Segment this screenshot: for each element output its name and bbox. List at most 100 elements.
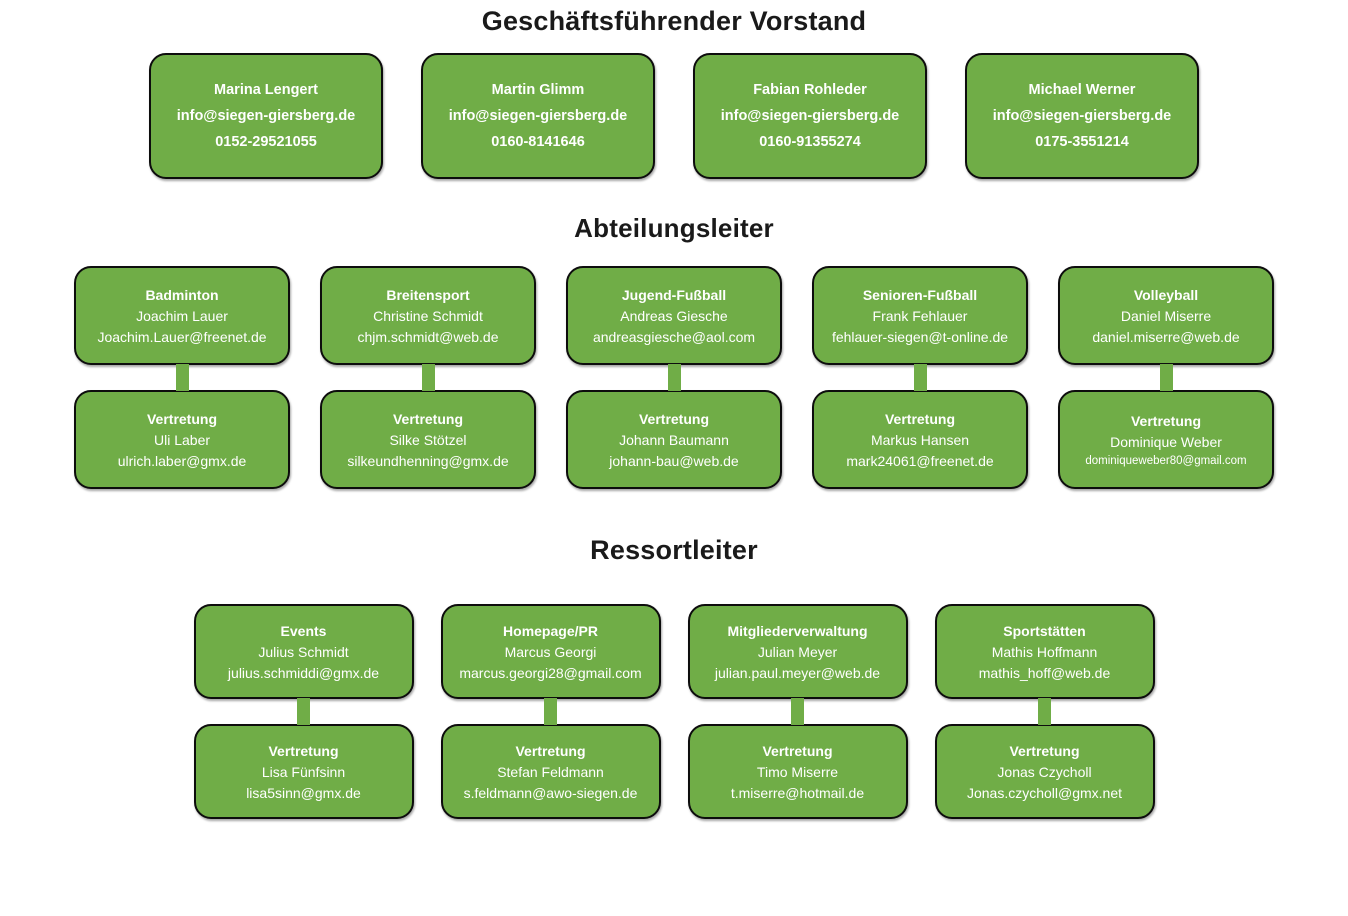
person-name: Timo Miserre [756,763,839,780]
person-email: mark24061@freenet.de [846,452,994,469]
person-email: daniel.miserre@web.de [1092,328,1240,345]
dept-column-jugend-fussball: Jugend-Fußball Andreas Giesche andreasgi… [566,266,782,489]
ressort-card: Mitgliederverwaltung Julian Meyer julian… [687,604,908,699]
person-phone: 0160-91355274 [759,134,861,150]
dept-title: Volleyball [1133,286,1199,303]
connector-line [421,364,435,391]
ressort-title: Homepage/PR [503,622,598,639]
person-email: ulrich.laber@gmx.de [117,452,247,469]
connector-line [297,698,310,725]
person-name: Silke Stötzel [389,431,467,448]
person-name: Julian Meyer [757,643,838,660]
vorstand-row: Marina Lengert info@siegen-giersberg.de … [0,53,1348,179]
dept-column-breitensport: Breitensport Christine Schmidt chjm.schm… [320,266,536,489]
connector-line [1159,364,1173,391]
connector-line [175,364,189,391]
person-name: Lisa Fünfsinn [261,763,346,780]
vertretung-card: Vertretung Jonas Czycholl Jonas.czycholl… [934,724,1155,819]
vertretung-card: Vertretung Johann Baumann johann-bau@web… [566,390,782,489]
person-name: Dominique Weber [1110,433,1222,450]
section-title-abteilungsleiter: Abteilungsleiter [574,213,774,243]
person-email: s.feldmann@awo-siegen.de [463,784,638,801]
person-name: Stefan Feldmann [497,763,604,780]
ressort-title: Sportstätten [1003,622,1086,639]
abteilungsleiter-row: Badminton Joachim Lauer Joachim.Lauer@fr… [0,266,1348,489]
vertretung-title: Vertretung [1009,742,1080,759]
vertretung-card: Vertretung Lisa Fünfsinn lisa5sinn@gmx.d… [193,724,414,819]
ressort-column-events: Events Julius Schmidt julius.schmiddi@gm… [193,604,414,819]
vorstand-card: Michael Werner info@siegen-giersberg.de … [965,53,1199,179]
dept-column-senioren-fussball: Senioren-Fußball Frank Fehlauer fehlauer… [812,266,1028,489]
person-phone: 0160-8141646 [491,134,585,150]
person-phone: 0152-29521055 [215,134,317,150]
section-title-ressortleiter: Ressortleiter [590,535,758,565]
person-name: Christine Schmidt [373,307,483,324]
person-name: Uli Laber [153,431,211,448]
ressort-column-homepage-pr: Homepage/PR Marcus Georgi marcus.georgi2… [440,604,661,819]
vertretung-title: Vertretung [1130,412,1201,429]
person-name: Jonas Czycholl [997,763,1092,780]
person-email: fehlauer-siegen@t-online.de [831,328,1009,345]
person-phone: 0175-3551214 [1035,134,1129,150]
vertretung-title: Vertretung [515,742,586,759]
section-title-vorstand: Geschäftsführender Vorstand [481,6,867,36]
person-email: info@siegen-giersberg.de [176,108,356,124]
ressort-column-mitgliederverwaltung: Mitgliederverwaltung Julian Meyer julian… [687,604,908,819]
person-name: Marina Lengert [214,82,318,98]
vertretung-title: Vertretung [762,742,833,759]
person-email: andreasgiesche@aol.com [592,328,756,345]
person-email: info@siegen-giersberg.de [720,108,900,124]
ressort-card: Sportstätten Mathis Hoffmann mathis_hoff… [934,604,1155,699]
person-email: julian.paul.meyer@web.de [714,664,881,681]
dept-card: Breitensport Christine Schmidt chjm.schm… [320,266,536,365]
dept-card: Volleyball Daniel Miserre daniel.miserre… [1058,266,1274,365]
person-email: mathis_hoff@web.de [978,664,1111,681]
person-name: Julius Schmidt [258,643,349,660]
connector-line [1038,698,1051,725]
person-email: dominiqueweber80@gmail.com [1085,454,1247,467]
ressort-title: Mitgliederverwaltung [727,622,868,639]
connector-line [544,698,557,725]
dept-title: Breitensport [386,286,470,303]
vertretung-title: Vertretung [638,410,709,427]
connector-line [913,364,927,391]
ressortleiter-row: Events Julius Schmidt julius.schmiddi@gm… [0,604,1348,819]
vertretung-title: Vertretung [884,410,955,427]
vertretung-card: Vertretung Timo Miserre t.miserre@hotmai… [687,724,908,819]
person-email: Jonas.czycholl@gmx.net [966,784,1123,801]
dept-card: Jugend-Fußball Andreas Giesche andreasgi… [566,266,782,365]
ressort-title: Events [280,622,327,639]
person-email: info@siegen-giersberg.de [992,108,1172,124]
vorstand-card: Fabian Rohleder info@siegen-giersberg.de… [693,53,927,179]
vertretung-card: Vertretung Silke Stötzel silkeundhenning… [320,390,536,489]
vertretung-card: Vertretung Markus Hansen mark24061@freen… [812,390,1028,489]
dept-title: Senioren-Fußball [862,286,978,303]
connector-line [791,698,804,725]
person-name: Andreas Giesche [620,307,728,324]
vertretung-card: Vertretung Uli Laber ulrich.laber@gmx.de [74,390,290,489]
ressort-card: Homepage/PR Marcus Georgi marcus.georgi2… [440,604,661,699]
ressort-card: Events Julius Schmidt julius.schmiddi@gm… [193,604,414,699]
dept-column-badminton: Badminton Joachim Lauer Joachim.Lauer@fr… [74,266,290,489]
connector-line [667,364,681,391]
person-email: Joachim.Lauer@freenet.de [97,328,267,345]
vorstand-card: Marina Lengert info@siegen-giersberg.de … [149,53,383,179]
dept-column-volleyball: Volleyball Daniel Miserre daniel.miserre… [1058,266,1274,489]
person-email: chjm.schmidt@web.de [357,328,499,345]
dept-card: Senioren-Fußball Frank Fehlauer fehlauer… [812,266,1028,365]
dept-title: Badminton [145,286,219,303]
vorstand-card: Martin Glimm info@siegen-giersberg.de 01… [421,53,655,179]
dept-card: Badminton Joachim Lauer Joachim.Lauer@fr… [74,266,290,365]
person-email: info@siegen-giersberg.de [448,108,628,124]
person-name: Marcus Georgi [504,643,597,660]
person-name: Daniel Miserre [1120,307,1212,324]
vertretung-card: Vertretung Dominique Weber dominiquewebe… [1058,390,1274,489]
vertretung-title: Vertretung [268,742,339,759]
person-name: Johann Baumann [619,431,729,448]
person-email: johann-bau@web.de [609,452,739,469]
person-email: silkeundhenning@gmx.de [347,452,509,469]
person-name: Fabian Rohleder [753,82,867,98]
person-name: Michael Werner [1028,82,1136,98]
vertretung-card: Vertretung Stefan Feldmann s.feldmann@aw… [440,724,661,819]
